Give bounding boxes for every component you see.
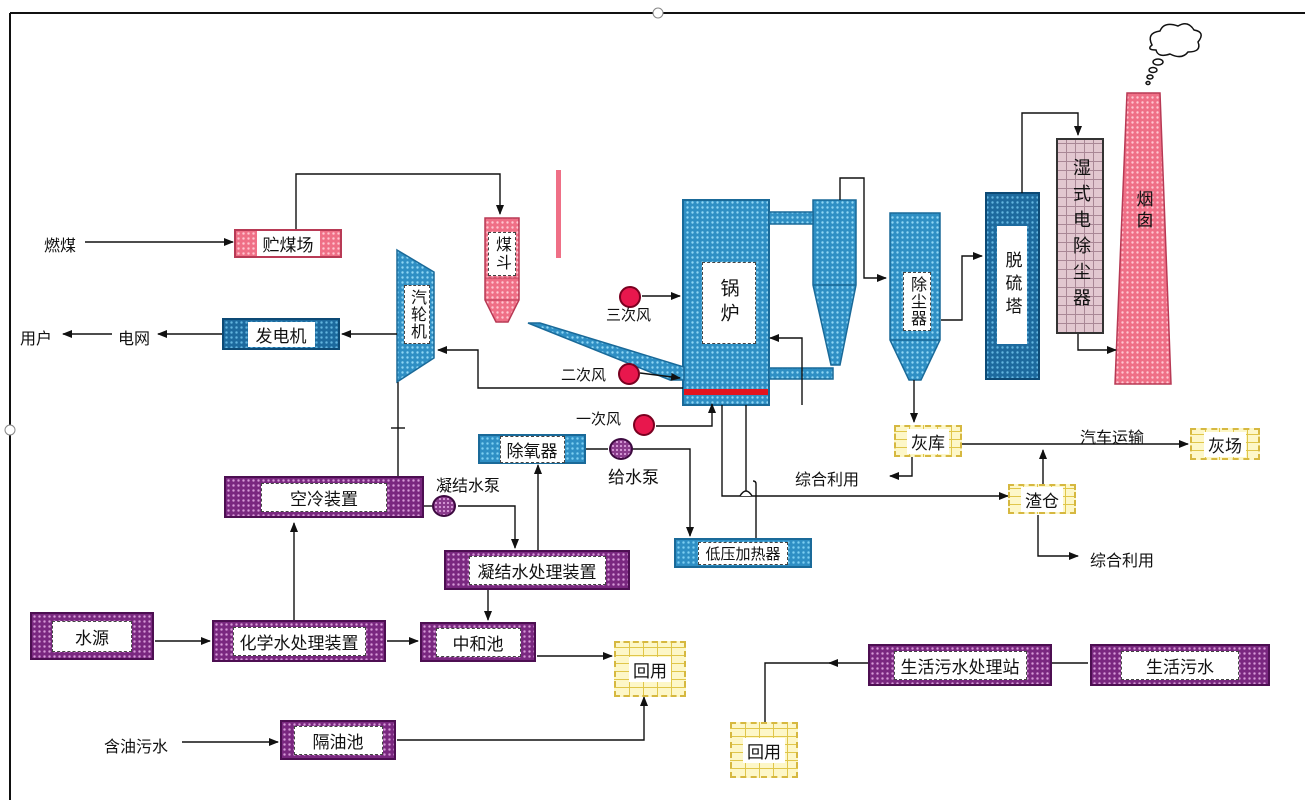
condensate-treatment: 凝结水处理装置 <box>444 550 630 590</box>
generator: 发电机 <box>222 318 340 350</box>
coal-feeder-chute <box>527 322 685 381</box>
feed-pump-icon <box>609 438 633 460</box>
neutralization-pool: 中和池 <box>420 622 536 662</box>
slag-silo-label: 渣仓 <box>1021 486 1063 512</box>
feed-pump-label: 给水泵 <box>608 468 659 488</box>
oil-separator: 隔油池 <box>280 720 396 760</box>
domestic-treatment-station: 生活污水处理站 <box>868 644 1052 686</box>
chemical-treatment-label: 化学水处理装置 <box>232 626 366 656</box>
coal-yard: 贮煤场 <box>234 229 342 258</box>
primary-air-label: 一次风 <box>576 410 622 428</box>
deaerator-label: 除氧器 <box>499 435 565 463</box>
oily-wastewater-label: 含油污水 <box>104 737 169 756</box>
deaerator: 除氧器 <box>478 434 586 464</box>
chimney-shape <box>1114 92 1172 385</box>
grid-label: 电网 <box>118 329 151 348</box>
reuse-2-label: 回用 <box>743 737 785 763</box>
low-pressure-heater-label: 低压加热器 <box>698 541 788 565</box>
primary-air-fan-icon <box>633 414 655 436</box>
boiler-label: 锅炉 <box>702 262 756 344</box>
condensate-pump-label: 凝结水泵 <box>436 476 501 495</box>
ash-silo: 灰库 <box>894 425 962 457</box>
cyclone-separator <box>812 199 857 366</box>
users-label: 用户 <box>20 329 53 348</box>
reuse-2: 回用 <box>730 722 798 778</box>
secondary-air-fan-icon <box>618 363 640 385</box>
desulfurization-tower-label: 脱硫塔 <box>997 226 1027 344</box>
ash-yard: 灰场 <box>1190 428 1260 460</box>
pink-strip <box>556 170 561 258</box>
domestic-treatment-label: 生活污水处理站 <box>893 650 1027 680</box>
wet-esp-label: 湿式电除尘器 <box>1070 158 1091 314</box>
tertiary-air-label: 三次风 <box>606 306 652 324</box>
chimney-label: 烟囱 <box>1132 190 1153 232</box>
slag-silo: 渣仓 <box>1008 484 1076 514</box>
wet-esp: 湿式电除尘器 <box>1056 138 1104 334</box>
air-cooling-unit: 空冷装置 <box>224 476 424 518</box>
reuse-1: 回用 <box>614 641 686 697</box>
condensate-pump-icon <box>432 495 456 517</box>
domestic-wastewater: 生活污水 <box>1090 644 1270 686</box>
chemical-water-treatment: 化学水处理装置 <box>212 620 386 662</box>
ash-silo-label: 灰库 <box>907 428 949 454</box>
generator-label: 发电机 <box>247 321 315 347</box>
oil-separator-label: 隔油池 <box>293 725 383 755</box>
ash-yard-label: 灰场 <box>1204 431 1246 457</box>
diagram-frame <box>4 7 1305 800</box>
reuse-1-label: 回用 <box>629 656 671 682</box>
low-pressure-heater: 低压加热器 <box>674 538 812 568</box>
coal-hopper-label: 煤斗 <box>488 232 516 276</box>
boiler-grate <box>684 389 768 395</box>
tertiary-air-fan-icon <box>619 286 641 308</box>
water-source: 水源 <box>30 612 154 660</box>
condensate-treatment-label: 凝结水处理装置 <box>468 555 606 585</box>
dust-collector-label: 除尘器 <box>903 272 931 331</box>
domestic-wastewater-label: 生活污水 <box>1121 650 1239 680</box>
smoke-cloud-icon <box>1145 23 1202 86</box>
comprehensive-use-1-label: 综合利用 <box>795 470 860 489</box>
neutralization-pool-label: 中和池 <box>435 627 521 657</box>
air-cooling-label: 空冷装置 <box>261 482 387 512</box>
turbine-label: 汽轮机 <box>404 285 430 344</box>
truck-transport-label: 汽车运输 <box>1080 428 1145 447</box>
secondary-air-label: 二次风 <box>561 366 607 384</box>
comprehensive-use-2-label: 综合利用 <box>1090 551 1155 570</box>
water-source-label: 水源 <box>52 620 132 652</box>
fuel-coal-label: 燃煤 <box>44 236 77 255</box>
coal-yard-label: 贮煤场 <box>256 231 320 256</box>
